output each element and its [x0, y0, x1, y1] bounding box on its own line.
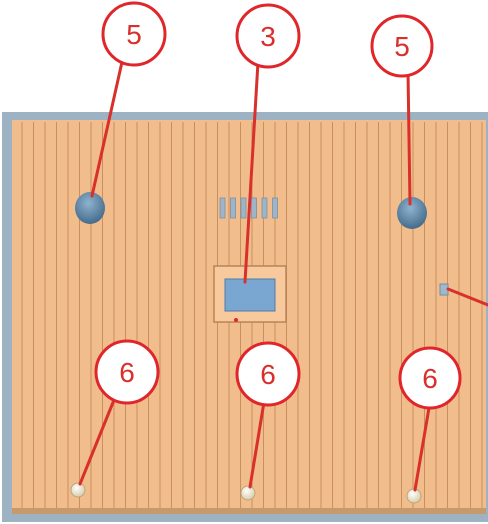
vent-slot	[219, 197, 226, 219]
vent-slot	[230, 197, 236, 219]
callout-label: 6	[260, 359, 276, 390]
leader-lines	[78, 60, 488, 492]
leader-top-right	[406, 70, 412, 206]
callout-label: 6	[422, 363, 438, 394]
indicator-dot	[234, 318, 238, 322]
leader-top-center	[243, 60, 260, 284]
callout-bottom-left: 6	[94, 339, 160, 405]
foot-center	[240, 485, 256, 501]
vent-slots	[219, 197, 278, 219]
boss-left	[75, 192, 105, 224]
callout-top-left: 5	[101, 1, 167, 67]
callout-ring	[101, 1, 167, 67]
panel-bottom-edge	[12, 508, 486, 514]
callout-ring	[235, 341, 301, 407]
leader-bottom-right	[413, 400, 432, 492]
vent-slot	[272, 197, 278, 219]
callout-bottom-right: 6	[398, 346, 462, 410]
leader-top-left	[90, 60, 124, 198]
callout-bottom-center: 6	[235, 341, 301, 407]
callout-label: 5	[126, 19, 142, 50]
callout-label: 3	[260, 21, 276, 52]
leader-bottom-center	[248, 400, 266, 489]
boss-right	[397, 197, 427, 229]
callout-label: 5	[394, 31, 410, 62]
vent-slot	[240, 197, 247, 219]
vent-slot	[251, 197, 257, 219]
callout-ring	[370, 14, 434, 78]
leader-bottom-left	[78, 398, 116, 486]
foot-left	[70, 482, 86, 498]
callout-top-center: 3	[235, 3, 301, 69]
callout-top-right: 5	[370, 14, 434, 78]
vent-slot	[261, 197, 268, 219]
leader-side-port	[446, 287, 488, 307]
callout-ring	[94, 339, 160, 405]
callout-ring	[398, 346, 462, 410]
display-window	[213, 265, 287, 323]
callout-ring	[235, 3, 301, 69]
window-glass	[224, 278, 276, 312]
callout-label: 6	[119, 357, 135, 388]
